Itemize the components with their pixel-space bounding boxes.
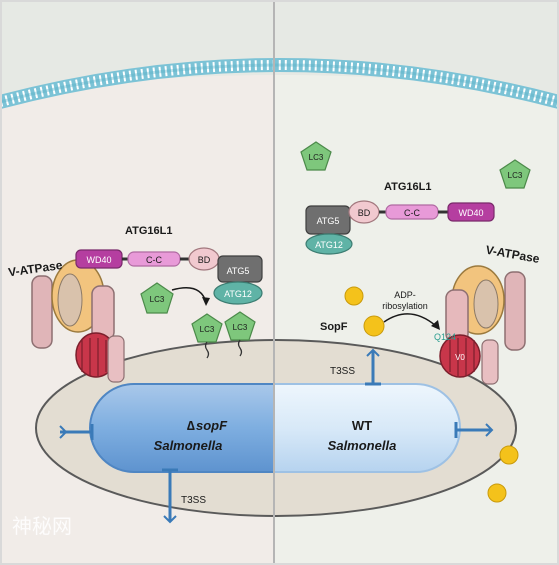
- lc3-right-1: [300, 141, 332, 171]
- t3ss-right-needle-side: [454, 422, 494, 438]
- vatpase-right: [439, 265, 526, 385]
- atg5-left: ATG5: [227, 266, 250, 276]
- t3ss-left-needle-bottom: [162, 468, 178, 524]
- cc-left: C-C: [146, 255, 162, 265]
- t3ss-left-needle-side: [59, 424, 94, 440]
- sopf-label: SopF: [320, 321, 348, 333]
- watermark: 神秘网: [12, 514, 72, 538]
- q124-label: Q124: [434, 332, 456, 342]
- vo-label: V0: [455, 353, 465, 362]
- atg12-left: ATG12: [224, 289, 252, 299]
- atg16l1-left-complex: [75, 247, 263, 305]
- wd40-left: WD40: [86, 255, 111, 265]
- bd-left: BD: [198, 255, 211, 265]
- bacterium-left-gene: sopF: [196, 418, 228, 433]
- atg5-right: ATG5: [317, 216, 340, 226]
- adp-arrow: [383, 313, 437, 327]
- t3ss-right-label: T3SS: [330, 366, 355, 377]
- atg12-right: ATG12: [315, 240, 343, 250]
- atg16l1-right-complex: [305, 200, 495, 255]
- sopf-secreted-dot-1: [499, 445, 519, 465]
- bd-right: BD: [358, 208, 371, 218]
- host-cell-membrane: [0, 58, 559, 109]
- lipidation-arrowhead: [202, 297, 210, 306]
- lc3-left-bound-1-label: LC3: [200, 325, 215, 334]
- lc3-left-free-label: LC3: [150, 295, 165, 304]
- bacterium-sopf-mutant: [89, 383, 274, 473]
- sopf-dot: [363, 315, 385, 337]
- adp-label-line1: ADP-: [394, 290, 416, 300]
- t3ss-left-label: T3SS: [181, 495, 206, 506]
- wd40-right: WD40: [458, 208, 483, 218]
- bacterium-left-name: Salmonella: [154, 438, 223, 453]
- cc-right: C-C: [404, 208, 420, 218]
- t3ss-right-needle-top: [365, 348, 381, 386]
- lc3-left-bound-2-label: LC3: [233, 323, 248, 332]
- bacterium-right-name: Salmonella: [328, 438, 397, 453]
- lc3-left-free: [140, 282, 174, 314]
- lc3-right-2-label: LC3: [508, 171, 523, 180]
- adp-arrowhead: [431, 320, 440, 330]
- bacterium-right-wt: WT: [352, 418, 372, 433]
- atg16l1-right-label: ATG16L1: [384, 181, 431, 193]
- lc3-right-1-label: LC3: [309, 153, 324, 162]
- vatpase-left: [31, 259, 125, 383]
- atg16l1-left-label: ATG16L1: [125, 225, 172, 237]
- sopf-secreted-dot-2: [487, 483, 507, 503]
- bacterium-left-delta: ∆: [187, 418, 195, 433]
- adp-label-line2: ribosylation: [382, 301, 428, 311]
- lc3-right-2: [499, 159, 531, 189]
- sopf-free-dot: [344, 286, 364, 306]
